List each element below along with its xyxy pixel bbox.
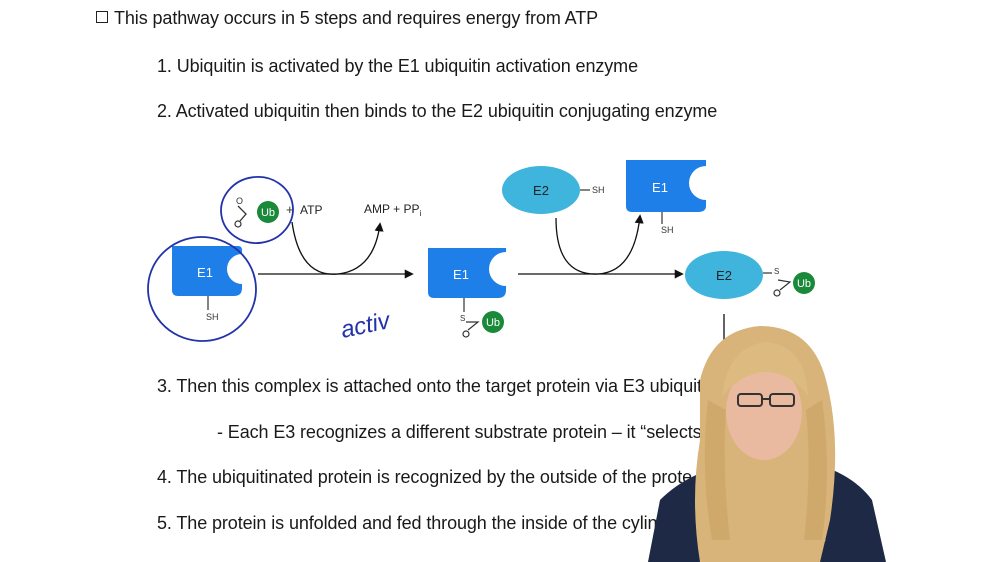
step-3: 3. Then this complex is attached onto th… (157, 376, 758, 396)
sh-label-left: SH (206, 312, 219, 322)
e2-enzyme-top: E2 SH (502, 166, 605, 214)
bullet-line: This pathway occurs in 5 steps and requi… (96, 8, 598, 29)
step-4: 4. The ubiquitinated protein is recogniz… (157, 467, 693, 487)
e1-enzyme-middle: E1 S Ub (428, 248, 506, 338)
checkbox-bullet-icon (96, 11, 108, 23)
e1-label-middle: E1 (453, 267, 469, 282)
presenter-face (726, 364, 802, 460)
sh-label-e2: SH (592, 185, 605, 195)
step-1: 1. Ubiquitin is activated by the E1 ubiq… (157, 56, 638, 76)
e1-enzyme-left: E1 SH (172, 246, 242, 322)
ub-free: O Ub (234, 196, 279, 228)
e2-label-top: E2 (533, 183, 549, 198)
ub-circle (257, 201, 279, 223)
o-label-1: O (236, 196, 243, 206)
s-label-right: S (774, 267, 779, 276)
bullet-text: This pathway occurs in 5 steps and requi… (114, 8, 598, 28)
pen-circle-ub (220, 176, 294, 244)
e2-enzyme-right: E2 S Ub (685, 251, 815, 299)
step-2: 2. Activated ubiquitin then binds to the… (157, 101, 718, 121)
s-label-middle: S (460, 314, 465, 323)
e1-label-top: E1 (652, 180, 668, 195)
plus-label: + (286, 202, 294, 217)
atp-curve-arrow (291, 221, 384, 275)
ub-label-1: Ub (261, 207, 275, 219)
ub-label-middle: Ub (486, 317, 500, 329)
ub-label-right: Ub (797, 278, 811, 290)
pen-circle-e1 (147, 236, 257, 342)
sub-step-e3: - Each E3 recognizes a different substra… (217, 422, 738, 442)
amp-label: AMP + PPi (364, 202, 421, 218)
e1-label-left: E1 (197, 265, 213, 280)
sh-label-top: SH (661, 225, 674, 235)
atp-label: ATP (300, 203, 322, 217)
e2-label-right: E2 (716, 268, 732, 283)
e1-enzyme-top: E1 SH (626, 160, 706, 235)
e2-curve-arrow (555, 214, 644, 275)
step-5: 5. The protein is unfolded and fed throu… (157, 513, 668, 533)
